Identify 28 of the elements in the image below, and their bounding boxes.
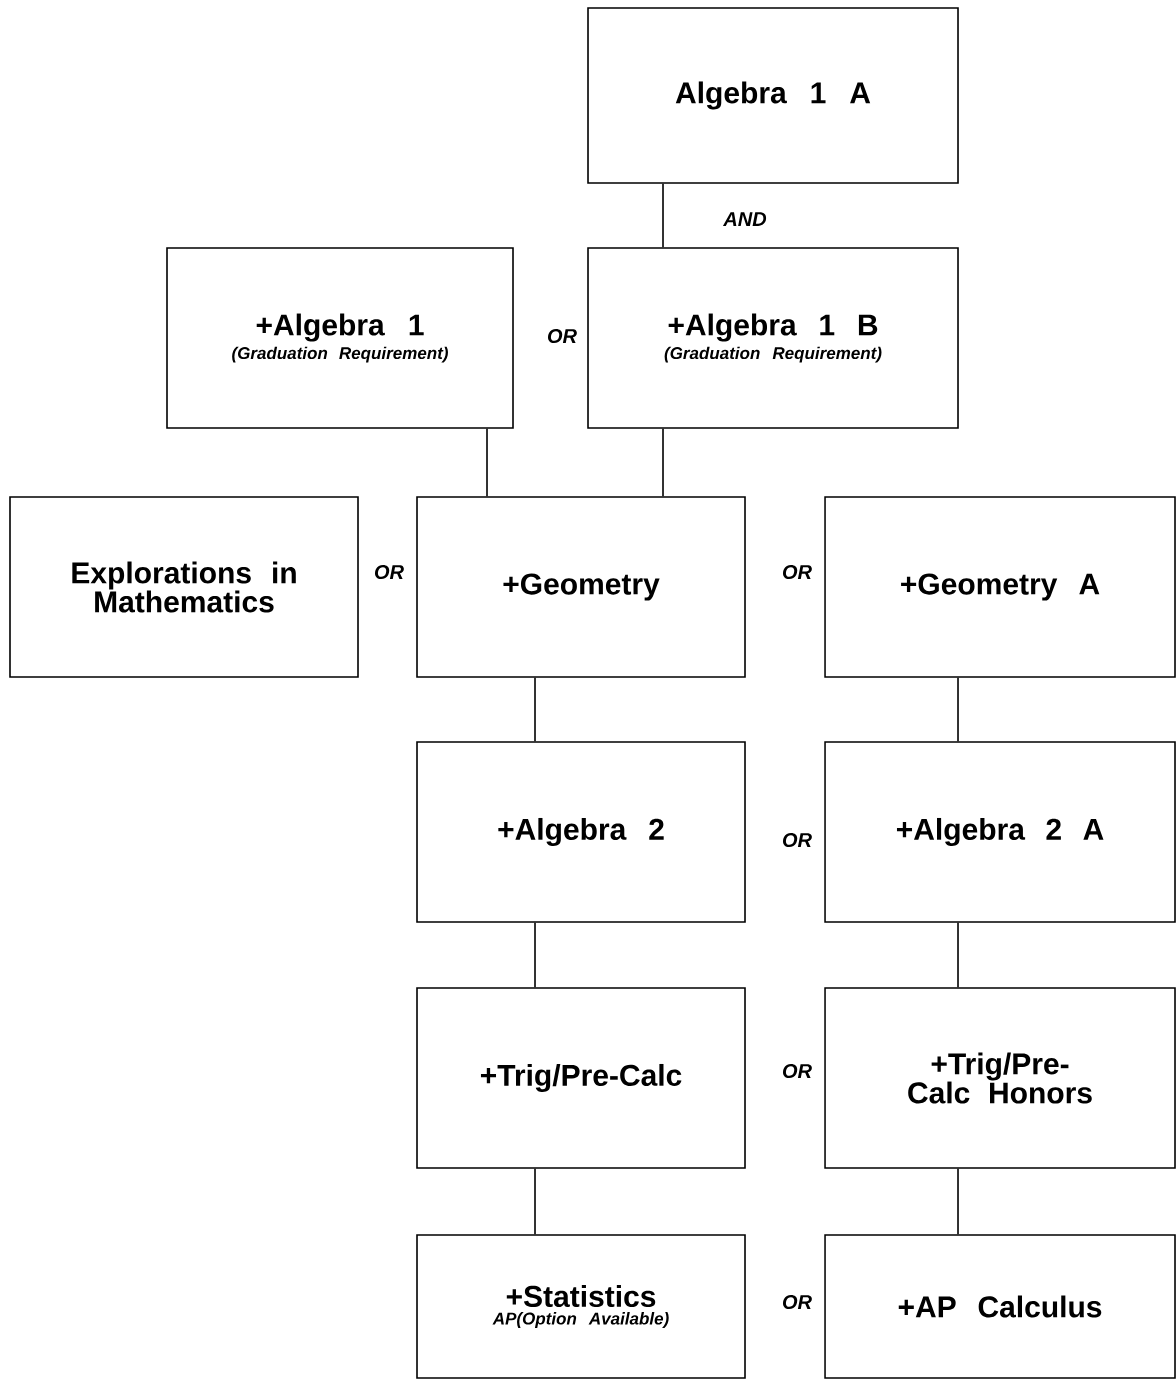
connector-line [662, 428, 664, 497]
connector-line [957, 677, 959, 742]
or-label: OR [548, 328, 577, 344]
course-box: +Geometry A [824, 496, 1176, 678]
course-box: +Algebra 1 (Graduation Requirement) [166, 247, 514, 429]
course-box: +Trig/Pre-Calc [416, 987, 746, 1169]
edge-label: AND [722, 211, 768, 227]
or-label: OR [783, 832, 812, 848]
or-label: OR [783, 1063, 812, 1079]
or-label: OR [783, 564, 812, 580]
connector-line [534, 922, 536, 988]
connector-line [662, 183, 664, 248]
or-label: OR [783, 1294, 812, 1310]
or-label: OR [375, 564, 404, 580]
connector-line [957, 1168, 959, 1235]
connector-line [486, 428, 488, 497]
connector-line [957, 922, 959, 988]
course-box: +Algebra 2 [416, 741, 746, 923]
course-box: +AP Calculus [824, 1234, 1176, 1379]
course-box: Explorations in Mathematics [9, 496, 359, 678]
course-box: Algebra 1 A [587, 7, 959, 184]
connector-line [534, 1168, 536, 1235]
course-box: +Algebra 2 A [824, 741, 1176, 923]
connector-line [534, 677, 536, 742]
course-box: +Statistics AP(Option Available) [416, 1234, 746, 1379]
course-box: +Geometry [416, 496, 746, 678]
course-box: +Algebra 1 B (Graduation Requirement) [587, 247, 959, 429]
course-box: +Trig/Pre-Calc Honors [824, 987, 1176, 1169]
